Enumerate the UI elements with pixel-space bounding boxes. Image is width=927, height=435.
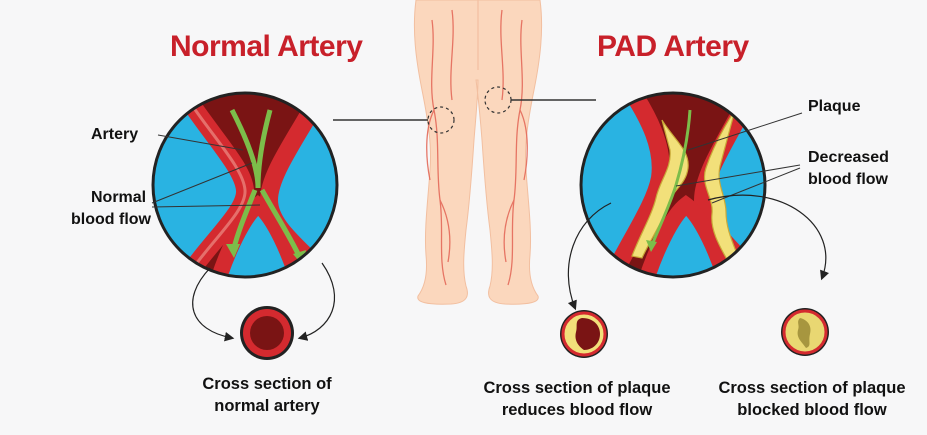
reduced-caption: Cross section of plaque reduces blood fl… bbox=[472, 377, 682, 421]
normal-flow-label-line2: blood flow bbox=[71, 210, 151, 230]
blocked-caption-line1: Cross section of plaque bbox=[707, 377, 917, 399]
reduced-flow-cross-section bbox=[560, 310, 608, 358]
normal-caption-line1: Cross section of bbox=[177, 373, 357, 395]
normal-artery-title: Normal Artery bbox=[170, 30, 362, 64]
blocked-caption-line2: blocked blood flow bbox=[707, 399, 917, 421]
normal-caption-line2: normal artery bbox=[177, 395, 357, 417]
reduced-caption-line1: Cross section of plaque bbox=[472, 377, 682, 399]
normal-caption: Cross section of normal artery bbox=[177, 373, 357, 417]
decreased-flow-label-line2: blood flow bbox=[808, 170, 888, 190]
normal-cross-section bbox=[240, 306, 294, 360]
blocked-flow-cross-section bbox=[781, 308, 829, 356]
normal-flow-label-line1: Normal bbox=[91, 188, 146, 208]
blocked-caption: Cross section of plaque blocked blood fl… bbox=[707, 377, 917, 421]
artery-label: Artery bbox=[91, 125, 138, 145]
plaque-label: Plaque bbox=[808, 97, 860, 117]
pad-artery-title: PAD Artery bbox=[597, 30, 749, 64]
legs-illustration bbox=[414, 0, 541, 304]
normal-artery-magnifier bbox=[153, 80, 342, 300]
reduced-caption-line2: reduces blood flow bbox=[472, 399, 682, 421]
decreased-flow-label-line1: Decreased bbox=[808, 148, 889, 168]
